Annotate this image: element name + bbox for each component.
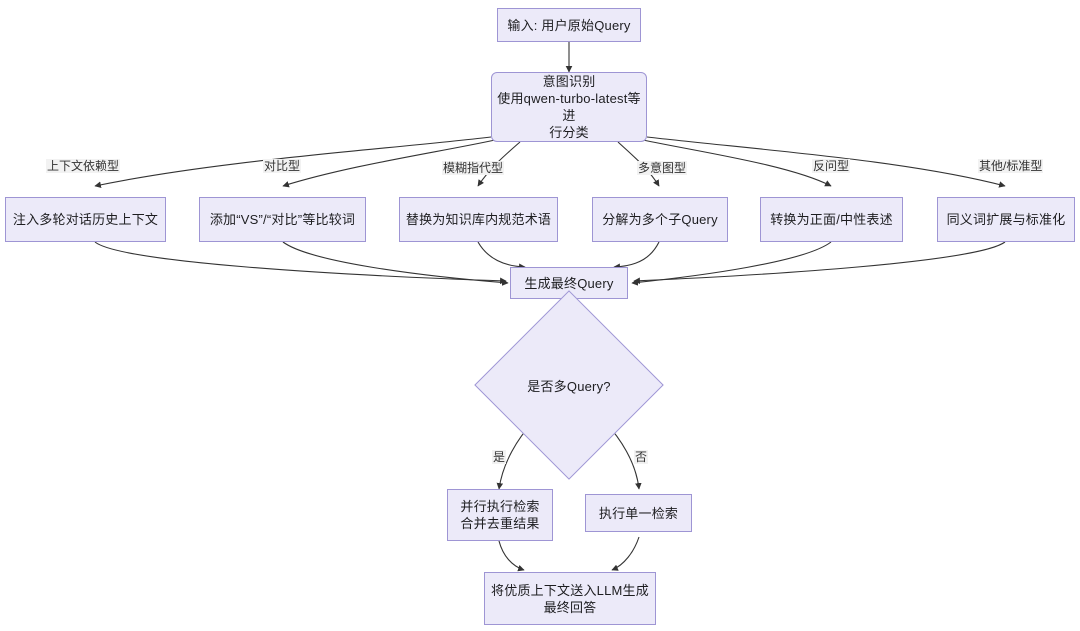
edge-single-to-answer xyxy=(611,536,640,571)
node-single-retrieval-label: 执行单一检索 xyxy=(598,505,679,521)
node-add-comparison-words[interactable]: 添加“VS”/“对比”等比较词 xyxy=(199,197,366,242)
node-split-into-subqueries-label: 分解为多个子Query xyxy=(602,212,718,227)
node-replace-with-standard-terms-label: 替换为知识库内规范术语 xyxy=(405,212,552,227)
edge-rhetorical-to-final xyxy=(631,241,832,286)
node-generate-final-query-label: 生成最终Query xyxy=(524,275,614,291)
node-synonym-expansion[interactable]: 同义词扩展与标准化 xyxy=(937,197,1075,242)
node-parallel-retrieval-label: 并行执行检索 合并去重结果 xyxy=(460,499,540,531)
edge-multi-to-final xyxy=(613,241,660,271)
edge-label-comparative: 对比型 xyxy=(263,159,302,173)
node-convert-to-neutral-label: 转换为正面/中性表述 xyxy=(770,212,893,227)
node-inject-dialog-context-label: 注入多轮对话历史上下文 xyxy=(12,212,159,227)
node-convert-to-neutral[interactable]: 转换为正面/中性表述 xyxy=(760,197,903,242)
edge-label-rhetorical: 反问型 xyxy=(812,159,851,173)
node-intent-recognition-label: 意图识别 使用qwen-turbo-latest等进 行分类 xyxy=(497,74,641,140)
node-parallel-retrieval[interactable]: 并行执行检索 合并去重结果 xyxy=(447,489,553,541)
edge-label-vague-reference: 模糊指代型 xyxy=(442,161,505,175)
node-decision-multi-query[interactable]: 是否多Query? xyxy=(474,290,664,480)
edge-vague-to-final xyxy=(477,241,526,271)
node-synonym-expansion-label: 同义词扩展与标准化 xyxy=(946,212,1066,227)
node-replace-with-standard-terms[interactable]: 替换为知识库内规范术语 xyxy=(399,197,558,242)
edge-label-no: 否 xyxy=(634,450,649,464)
edge-other-to-final xyxy=(633,241,1006,285)
node-intent-recognition[interactable]: 意图识别 使用qwen-turbo-latest等进 行分类 xyxy=(491,72,647,142)
edge-label-other-standard: 其他/标准型 xyxy=(978,159,1044,173)
node-generate-answer-label: 将优质上下文送入LLM生成 最终回答 xyxy=(491,582,649,615)
node-decision-multi-query-label: 是否多Query? xyxy=(527,378,611,394)
node-generate-answer[interactable]: 将优质上下文送入LLM生成 最终回答 xyxy=(484,572,656,625)
edge-compare-to-final xyxy=(282,241,509,286)
edge-label-yes: 是 xyxy=(492,450,507,464)
node-input-label: 输入: 用户原始Query xyxy=(507,17,631,33)
edge-context-to-final xyxy=(94,241,507,285)
node-single-retrieval[interactable]: 执行单一检索 xyxy=(585,494,692,532)
edge-label-context-dependent: 上下文依赖型 xyxy=(46,159,121,173)
node-split-into-subqueries[interactable]: 分解为多个子Query xyxy=(592,197,728,242)
edge-parallel-to-answer xyxy=(498,540,525,572)
node-add-comparison-words-label: 添加“VS”/“对比”等比较词 xyxy=(209,212,356,227)
edge-label-multi-intent: 多意图型 xyxy=(637,161,688,175)
node-inject-dialog-context[interactable]: 注入多轮对话历史上下文 xyxy=(5,197,166,242)
node-input[interactable]: 输入: 用户原始Query xyxy=(497,8,641,42)
